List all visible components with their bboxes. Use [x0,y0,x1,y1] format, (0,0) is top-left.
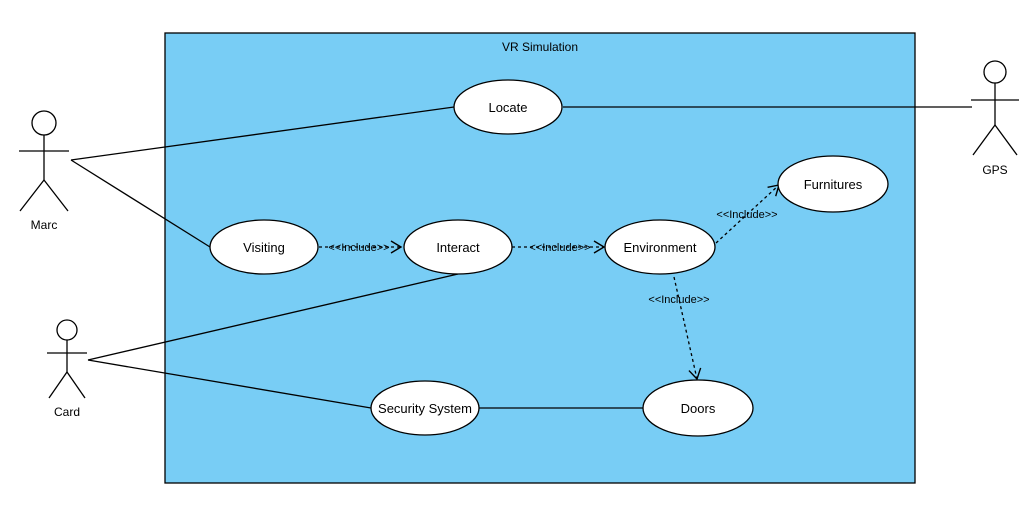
use-case-visiting[interactable]: Visiting [209,219,319,275]
actor-marc[interactable] [19,110,69,212]
include-arrow-environment-furnitures [715,184,781,244]
use-case-label-interact: Interact [436,240,480,255]
association-card-security-system [87,359,372,409]
use-case-environment[interactable]: Environment [604,219,716,275]
system-title: VR Simulation [502,40,578,54]
include-label-interact-environment: <<Include>> [529,242,590,254]
actor-head-icon [983,60,1007,84]
use-case-label-doors: Doors [681,401,716,416]
use-case-interact[interactable]: Interact [403,219,513,275]
use-case-label-security-system: Security System [378,401,472,416]
actor-label-gps: GPS [982,163,1007,177]
actor-head-icon [56,319,78,341]
use-case-locate[interactable]: Locate [453,79,563,135]
include-relationships [319,184,781,381]
use-case-doors[interactable]: Doors [642,379,754,437]
actor-head-icon [31,110,57,136]
association-card-interact [87,273,459,361]
actor-label-marc: Marc [31,218,58,232]
include-label-visiting-interact: <<Include>> [328,242,389,254]
association-marc-locate [70,106,455,161]
use-case-label-visiting: Visiting [243,240,285,255]
use-case-label-environment: Environment [624,240,697,255]
associations [70,106,972,409]
actor-label-card: Card [54,405,80,419]
use-case-label-furnitures: Furnitures [804,177,863,192]
use-case-label-locate: Locate [488,100,527,115]
use-case-furnitures[interactable]: Furnitures [777,155,889,213]
use-case-security-system[interactable]: Security System [370,380,480,436]
actor-gps[interactable] [971,60,1019,156]
association-marc-visiting [70,159,211,248]
include-label-environment-furnitures: <<Include>> [716,209,777,221]
include-label-environment-doors: <<Include>> [648,294,709,306]
actor-card[interactable] [47,319,87,399]
